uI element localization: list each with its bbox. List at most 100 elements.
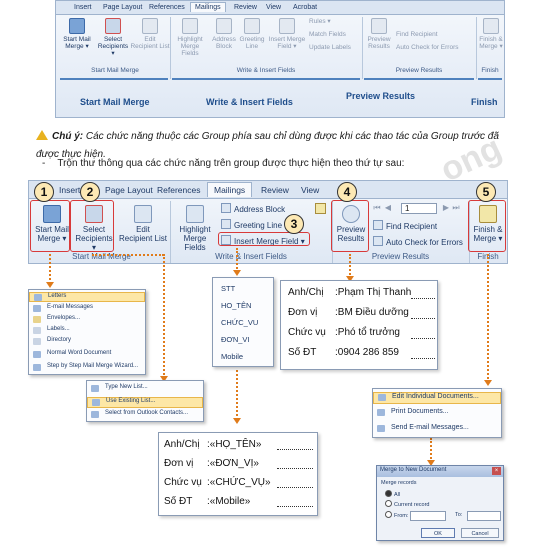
recipients-icon	[85, 205, 103, 223]
insert-merge-field-button[interactable]: Insert Merge Field ▾	[221, 235, 313, 246]
tab-page-layout[interactable]: Page Layout	[103, 4, 143, 11]
tab-insert[interactable]: Insert	[74, 4, 92, 11]
rules-button[interactable]: Rules ▾	[309, 18, 369, 25]
menu-item-label: Print Documents...	[391, 408, 449, 415]
first-record-icon[interactable]: ⏮	[373, 203, 381, 212]
ok-button[interactable]: OK	[421, 528, 455, 538]
edit-recipient-list-button[interactable]: Edit Recipient List	[117, 205, 169, 243]
start-mail-merge-button[interactable]: Start Mail Merge ▾	[33, 205, 71, 243]
step-5-badge: 5	[476, 182, 496, 202]
preview-results-button[interactable]: Preview Results	[365, 18, 393, 50]
insert-merge-field-button[interactable]: Insert Merge Field ▾	[267, 18, 307, 50]
field-item[interactable]: CHỨC_VU	[221, 318, 259, 327]
menu-item-wizard[interactable]: Step by Step Mail Merge Wizard...	[29, 363, 145, 373]
tab-view[interactable]: View	[301, 185, 320, 195]
to-input[interactable]	[467, 511, 501, 521]
highlight-merge-fields-button[interactable]: Highlight Merge Fields	[172, 205, 218, 252]
prev-record-icon[interactable]: ◀	[384, 203, 392, 212]
finish-merge-button[interactable]: Finish & Merge ▾	[478, 18, 504, 50]
outlook-icon	[91, 411, 99, 418]
cancel-button[interactable]: Cancel	[461, 528, 499, 538]
dialog-section-label: Merge records	[381, 480, 417, 486]
step-1-highlight	[30, 200, 70, 252]
menu-item-labels[interactable]: Labels...	[29, 326, 145, 336]
highlight-merge-fields-button[interactable]: Highlight Merge Fields	[172, 18, 208, 57]
preview-icon	[371, 18, 387, 34]
radio-all[interactable]: All	[385, 490, 400, 498]
envelope-icon	[33, 316, 41, 323]
menu-item-directory[interactable]: Directory	[29, 337, 145, 347]
tab-review[interactable]: Review	[261, 185, 289, 195]
update-labels-button[interactable]: Update Labels	[309, 44, 369, 51]
finish-merge-button[interactable]: Finish & Merge ▾	[471, 205, 505, 243]
rules-icon-button[interactable]	[313, 203, 327, 216]
last-record-icon[interactable]: ⏭	[452, 203, 460, 212]
mail-merge-icon	[69, 18, 85, 34]
greeting-line-button[interactable]: Greeting Line	[238, 18, 266, 50]
menu-item-type-new-list[interactable]: Type New List...	[87, 384, 203, 395]
menu-item-print[interactable]: Print Documents...	[373, 408, 501, 420]
menu-item-email[interactable]: E-mail Messages	[29, 304, 145, 314]
find-recipient-button[interactable]: Find Recipient	[373, 220, 453, 231]
field-item[interactable]: HO_TÊN	[221, 301, 252, 310]
from-input[interactable]	[410, 511, 446, 521]
field-item[interactable]: Mobile	[221, 352, 244, 361]
menu-item-envelopes[interactable]: Envelopes...	[29, 315, 145, 325]
menu-item-use-existing-list[interactable]: Use Existing List...	[87, 397, 203, 408]
close-icon[interactable]: ×	[492, 467, 501, 475]
address-block-button[interactable]: Address Block	[210, 18, 238, 50]
tab-mailings[interactable]: Mailings	[190, 2, 226, 12]
select-recipients-button[interactable]: Select Recipients ▾	[96, 18, 130, 57]
tab-mailings[interactable]: Mailings	[207, 182, 253, 197]
record-number-input[interactable]: 1	[401, 203, 437, 214]
next-record-icon[interactable]: ▶	[442, 203, 450, 212]
preview-row-value: :0904 286 859	[335, 347, 399, 358]
start-mail-merge-button[interactable]: Start Mail Merge ▾	[60, 18, 94, 50]
address-block-button[interactable]: Address Block	[221, 203, 301, 214]
bullet-line: -Trộn thư thông qua các chức năng trên g…	[42, 158, 522, 169]
group-caption-write: Write & Insert Fields	[236, 67, 296, 74]
menu-item-send-email[interactable]: Send E-mail Messages...	[373, 424, 501, 436]
group-caption-start: Start Mail Merge	[91, 67, 139, 74]
tab-references[interactable]: References	[157, 185, 201, 195]
tab-review[interactable]: Review	[234, 4, 257, 11]
menu-item-letters[interactable]: Letters	[29, 292, 145, 302]
select-recipients-button[interactable]: Select Recipients ▾	[73, 205, 115, 252]
field-item[interactable]: ĐƠN_VI	[221, 335, 250, 344]
step-5-highlight	[468, 200, 506, 252]
ribbon-main-tabbar: Insert Page Layout References Mailings R…	[29, 181, 507, 199]
tab-acrobat[interactable]: Acrobat	[293, 4, 318, 11]
field-item[interactable]: STT	[221, 284, 236, 293]
menu-item-label: Edit Individual Documents...	[392, 393, 479, 400]
group-separator	[170, 17, 171, 79]
arrow-step-5	[484, 380, 492, 386]
insert-merge-field-label: Insert Merge Field ▾	[268, 36, 306, 50]
tab-insert[interactable]: Insert	[59, 185, 81, 195]
radio-label: Current record	[394, 502, 430, 508]
radio-current[interactable]: Current record	[385, 500, 429, 508]
greeting-line-button[interactable]: Greeting Line	[221, 219, 301, 230]
preview-results-button[interactable]: Preview Results	[334, 205, 368, 243]
edit-list-icon	[134, 205, 152, 223]
group-separator	[476, 17, 477, 79]
merge-dialog: Merge to New Document × Merge records Al…	[376, 465, 504, 541]
menu-item-label: Letters	[48, 293, 67, 299]
ribbon-top-tabbar: Insert Page Layout References Mailings R…	[56, 1, 504, 15]
auto-check-button[interactable]: Auto Check for Errors	[373, 236, 469, 247]
find-recipient-button[interactable]: Find Recipient	[396, 31, 466, 38]
edit-recipient-list-button[interactable]: Edit Recipient List	[130, 18, 170, 50]
warning-icon	[36, 130, 48, 140]
tab-page-layout[interactable]: Page Layout	[105, 185, 153, 195]
menu-item-edit-individual[interactable]: Edit Individual Documents...	[373, 392, 501, 404]
match-fields-button[interactable]: Match Fields	[309, 31, 369, 38]
tab-view[interactable]: View	[266, 4, 282, 11]
find-icon	[373, 220, 383, 230]
menu-item-normal-doc[interactable]: Normal Word Document	[29, 350, 145, 360]
tab-references[interactable]: References	[149, 4, 185, 11]
menu-item-outlook-contacts[interactable]: Select from Outlook Contacts...	[87, 410, 203, 421]
auto-check-button[interactable]: Auto Check for Errors	[396, 44, 476, 51]
preview-row-label: Anh/Chị	[288, 287, 324, 298]
start-mail-merge-label: Start Mail Merge ▾	[35, 225, 69, 243]
radio-from[interactable]: From:	[385, 511, 408, 519]
edit-docs-icon	[378, 394, 386, 401]
